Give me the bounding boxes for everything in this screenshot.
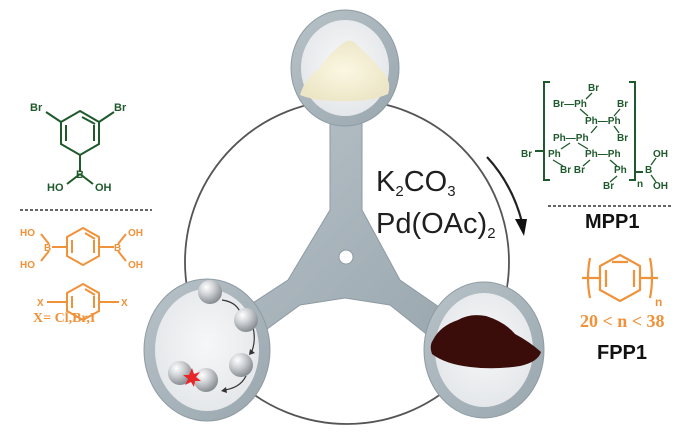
- atom-b: B: [114, 243, 121, 254]
- mpp1-name: MPP1: [585, 211, 640, 233]
- right-disc: [423, 281, 545, 419]
- atom-oh: OH: [128, 260, 143, 271]
- mpp1-label: Ph—Ph: [553, 133, 589, 144]
- rotation-arrow-icon: [486, 156, 527, 236]
- mpp1-label: Ph: [548, 149, 561, 160]
- center-hole: [338, 249, 354, 265]
- halogen-legend: X= Cl,Br,I: [33, 311, 96, 326]
- mpp1-label: Ph—Ph: [585, 149, 621, 160]
- milling-ball: [229, 353, 253, 377]
- linear-monomer-b: [47, 282, 119, 322]
- branched-monomer: [45, 109, 115, 185]
- atom-oh: HO: [20, 260, 35, 271]
- left-disc: [143, 278, 271, 422]
- mpp1-repeat-n: n: [637, 179, 643, 190]
- dark-powder: [430, 315, 541, 369]
- mpp1-label: Br: [521, 149, 532, 160]
- linear-monomer-a: [40, 226, 127, 267]
- milling-ball: [198, 280, 222, 304]
- mpp1-label: Br: [588, 83, 599, 94]
- mpp1-label: Br: [603, 181, 614, 192]
- mpp1-label: B: [645, 165, 652, 176]
- atom-x-right: X: [121, 298, 128, 309]
- atom-oh-right: OH: [95, 182, 112, 194]
- mpp1-structure: Br Br—Ph Br Ph—Ph Ph—Ph Br Br Ph Ph—Ph O…: [521, 81, 668, 192]
- white-powder: [300, 40, 390, 102]
- mpp1-label: Br: [617, 99, 628, 110]
- mill-frame: [229, 109, 456, 346]
- mpp1-label: Br Br: [560, 165, 585, 176]
- base-reagent: K2CO3: [376, 166, 456, 200]
- mpp1-label: Br: [617, 133, 628, 144]
- atom-boron: B: [76, 169, 84, 181]
- fpp1-structure: [582, 253, 658, 303]
- fpp1-repeat-n: n: [655, 295, 662, 309]
- top-disc: [290, 9, 400, 127]
- collision-spark-icon: [183, 368, 201, 387]
- atom-oh-left: HO: [47, 182, 64, 194]
- fpp1-name: FPP1: [597, 342, 648, 364]
- atom-b: B: [44, 243, 51, 254]
- reaction-conditions: K2CO3 Pd(OAc)2: [376, 166, 496, 250]
- atom-br-right: Br: [114, 102, 127, 114]
- mpp1-label: Br—Ph: [553, 99, 587, 110]
- fpp1-chain-range: 20 < n < 38: [580, 311, 665, 331]
- mpp1-label: OH: [653, 149, 668, 160]
- mpp1-label: OH: [653, 181, 668, 192]
- mpp1-label: Ph: [614, 165, 627, 176]
- milling-ball: [194, 368, 218, 392]
- atom-oh: OH: [128, 228, 143, 239]
- mpp1-label: Ph—Ph: [585, 116, 621, 127]
- atom-br-left: Br: [30, 102, 43, 114]
- atom-x-left: X: [37, 298, 44, 309]
- catalyst-reagent: Pd(OAc)2: [376, 208, 496, 242]
- atom-oh: HO: [20, 228, 35, 239]
- milling-ball: [168, 361, 192, 385]
- milling-ball: [234, 308, 258, 332]
